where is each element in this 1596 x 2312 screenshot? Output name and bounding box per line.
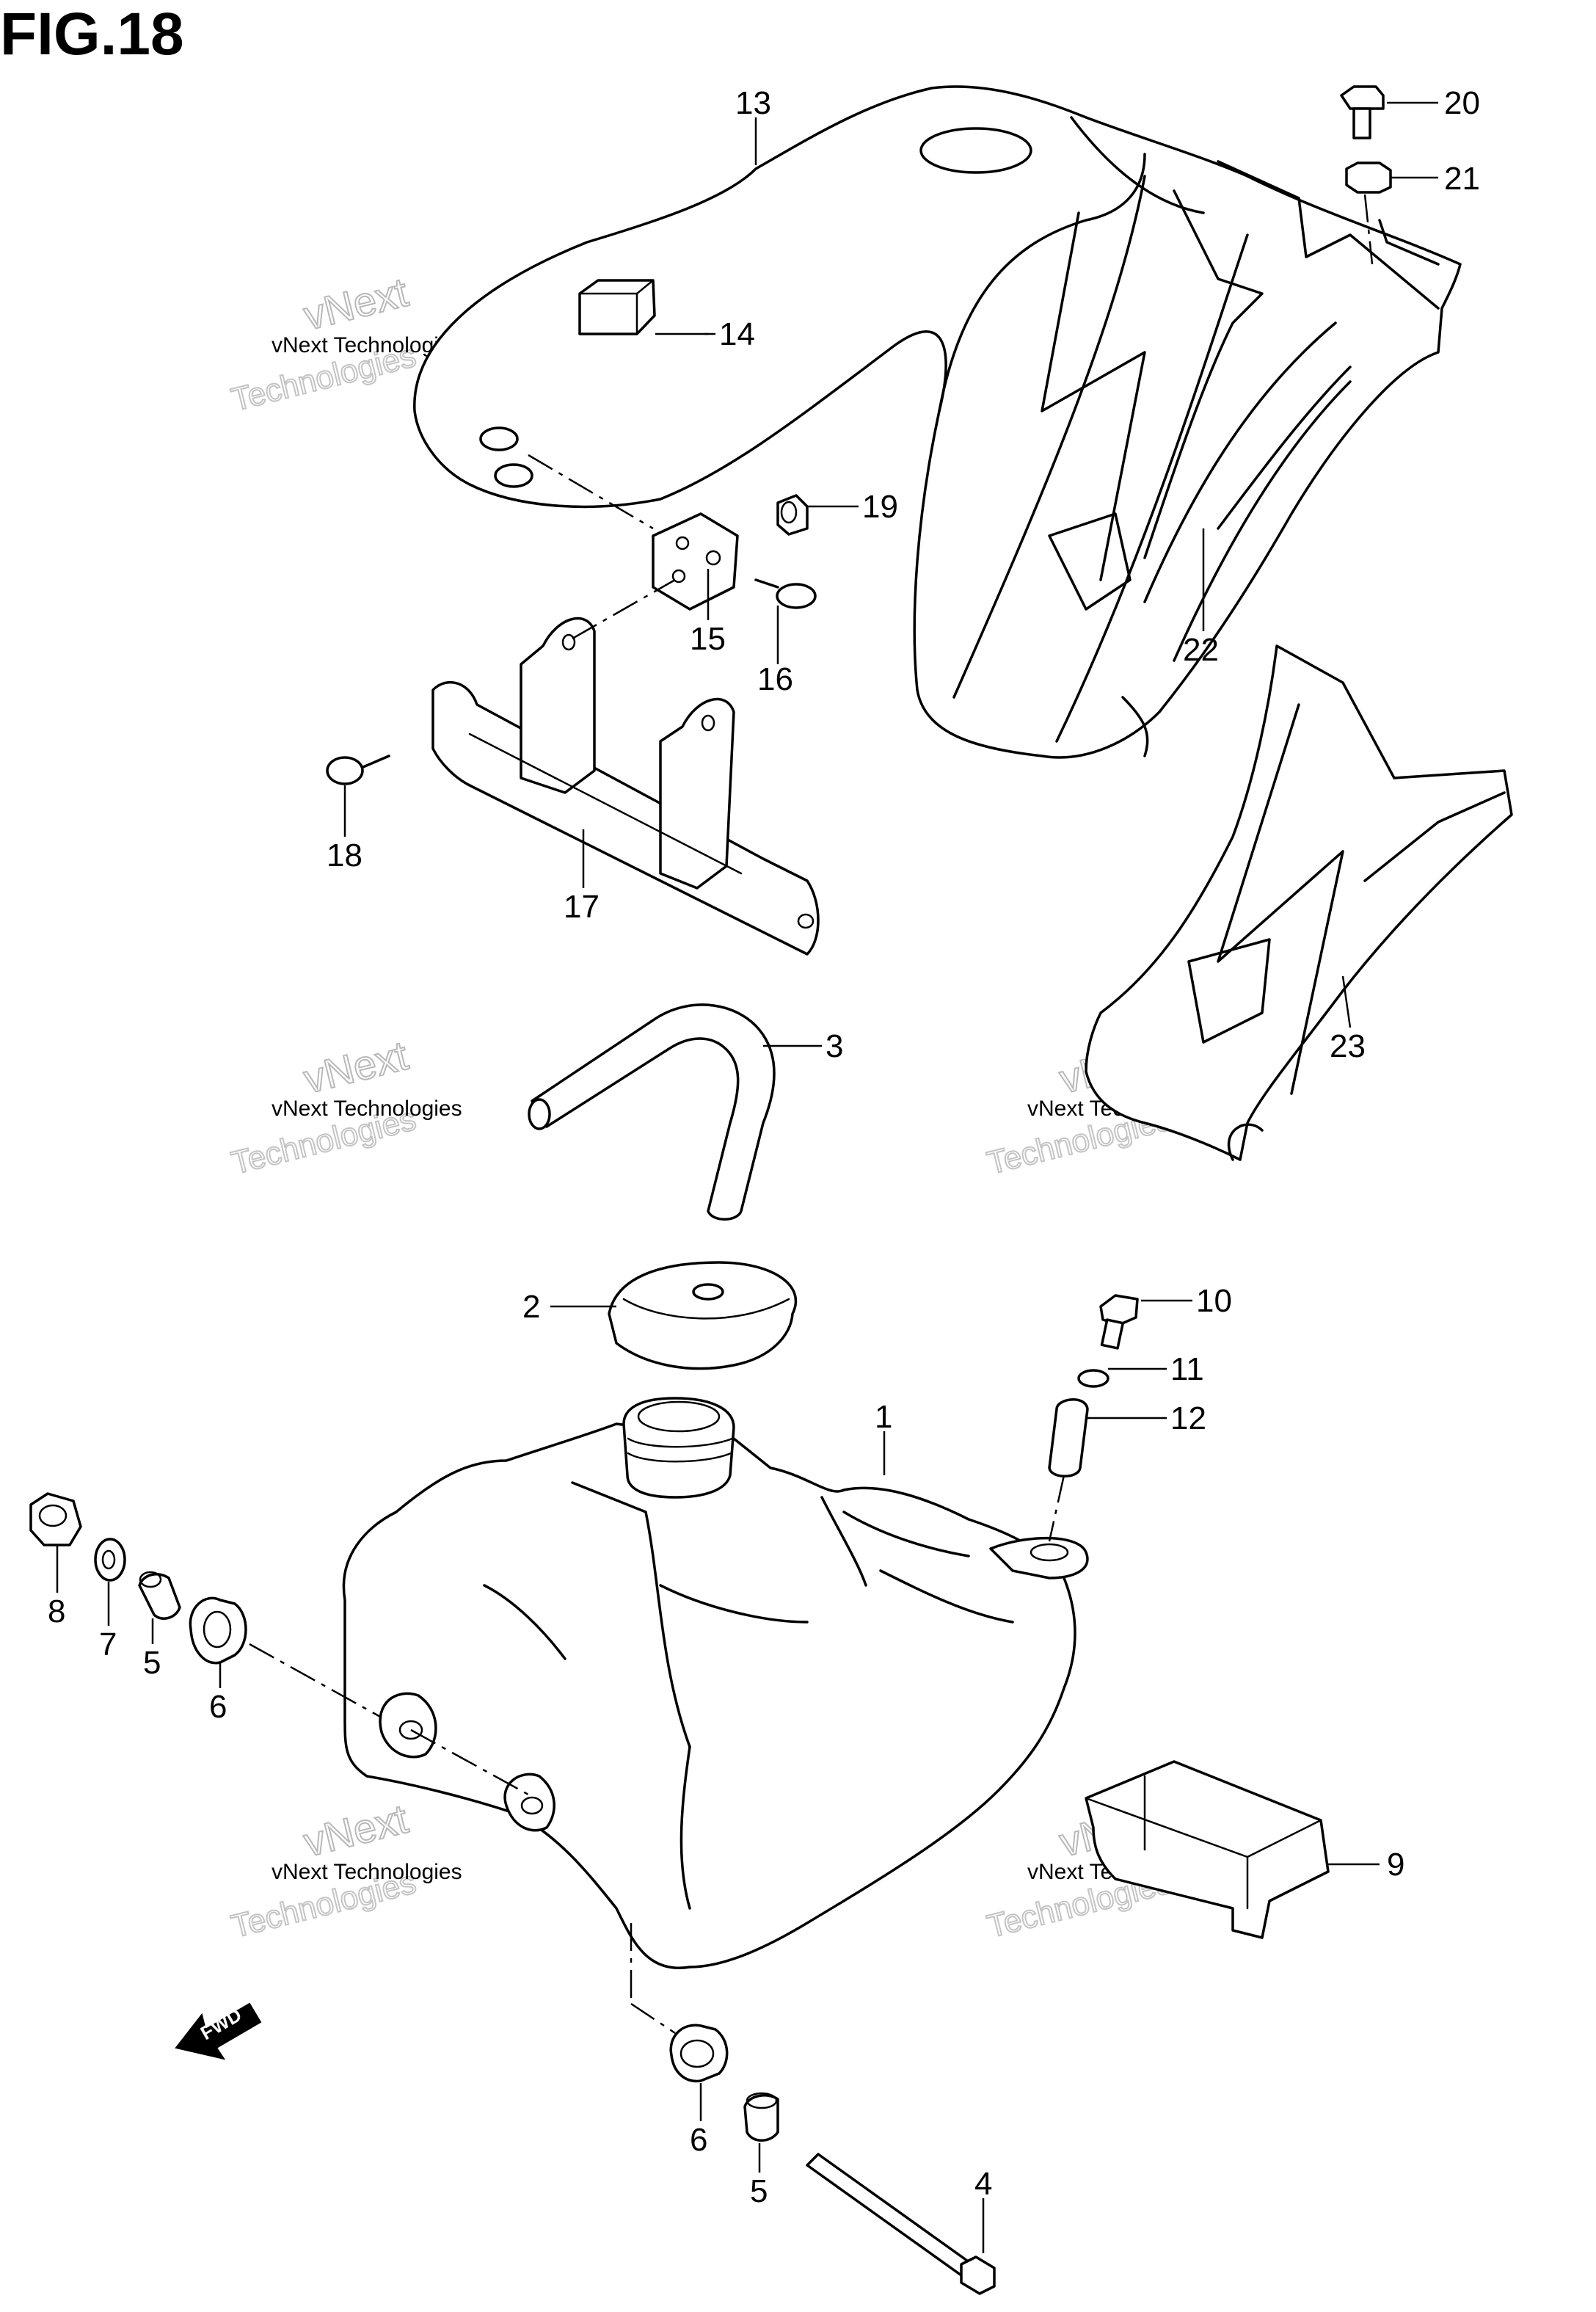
- collar-part-5-bottom: [743, 2092, 779, 2142]
- callout-labels: 13 14 20 21 19 15 16 18 17 22 23 3 2 10 …: [48, 85, 1480, 2209]
- callout-20: 20: [1444, 85, 1480, 121]
- watermark-mid-left: vNext Technologies vNext Technologies: [227, 1031, 462, 1182]
- screw-part-18: [326, 755, 390, 785]
- callout-6-bottom: 6: [690, 2122, 707, 2158]
- grommet-part-6-left: [189, 1596, 247, 1665]
- fuel-cap-part-2: [608, 1261, 798, 1370]
- callout-5-left: 5: [143, 1645, 161, 1681]
- bolt-part-4: [806, 2153, 996, 2295]
- svg-text:vNext: vNext: [299, 269, 413, 339]
- washer-part-7: [94, 1538, 126, 1582]
- callout-22: 22: [1183, 632, 1219, 668]
- fuel-tank-part-1: [342, 1397, 1089, 1970]
- callout-19: 19: [862, 489, 898, 525]
- hose-part-3: [528, 1003, 776, 1221]
- bolt-part-10: [1099, 1294, 1139, 1350]
- bracket-plate-part-15: [652, 512, 739, 611]
- callout-6-left: 6: [209, 1689, 227, 1725]
- callout-18: 18: [327, 837, 362, 873]
- decal-part-23: [1085, 644, 1513, 1161]
- callout-15: 15: [690, 621, 726, 657]
- figure-title: FIG.18: [0, 1, 184, 68]
- decal-part-22: [1143, 189, 1352, 559]
- guide-lines: [249, 194, 1374, 2035]
- callout-4: 4: [974, 2166, 992, 2202]
- watermark-bottom-left: vNext Technologies vNext Technologies: [227, 1795, 462, 1946]
- svg-text:vNext: vNext: [299, 1032, 413, 1102]
- collar-part-12: [1048, 1398, 1089, 1477]
- callout-7: 7: [99, 1626, 117, 1662]
- fwd-arrow-icon: FWD: [175, 2002, 262, 2060]
- collar-part-5-left: [138, 1571, 181, 1620]
- pad-part-14: [578, 279, 656, 335]
- callout-3: 3: [826, 1028, 843, 1064]
- callout-10: 10: [1196, 1283, 1232, 1319]
- callout-8: 8: [48, 1593, 65, 1629]
- callout-12: 12: [1170, 1400, 1206, 1436]
- callout-1: 1: [875, 1399, 892, 1435]
- nut-part-8: [29, 1492, 82, 1546]
- washer-part-11: [1077, 1369, 1109, 1388]
- callout-17: 17: [564, 889, 600, 925]
- callout-11: 11: [1170, 1351, 1204, 1387]
- callout-14: 14: [719, 316, 755, 352]
- callout-16: 16: [757, 661, 793, 697]
- callout-13: 13: [735, 85, 771, 121]
- grommet-part-19: [776, 494, 809, 536]
- cushion-pair: [479, 426, 533, 488]
- callout-9: 9: [1387, 1847, 1404, 1883]
- rubber-part-9: [1085, 1760, 1330, 1939]
- callout-21: 21: [1444, 161, 1480, 197]
- svg-text:vNext Technologies: vNext Technologies: [272, 1860, 462, 1884]
- leader-lines: [56, 101, 1438, 2253]
- svg-text:vNext: vNext: [299, 1795, 413, 1866]
- callout-5-bottom: 5: [750, 2173, 768, 2209]
- callout-23: 23: [1330, 1028, 1366, 1064]
- bolt-part-20: [1340, 85, 1385, 139]
- screw-part-16: [754, 578, 817, 609]
- callout-2: 2: [522, 1289, 540, 1325]
- nut-part-21: [1345, 161, 1392, 194]
- svg-text:vNext Technologies: vNext Technologies: [272, 1097, 462, 1121]
- frame-bracket-part-17: [431, 617, 820, 956]
- grommet-part-6-bottom: [669, 2024, 729, 2083]
- tank-cover-part-13: [413, 85, 1462, 759]
